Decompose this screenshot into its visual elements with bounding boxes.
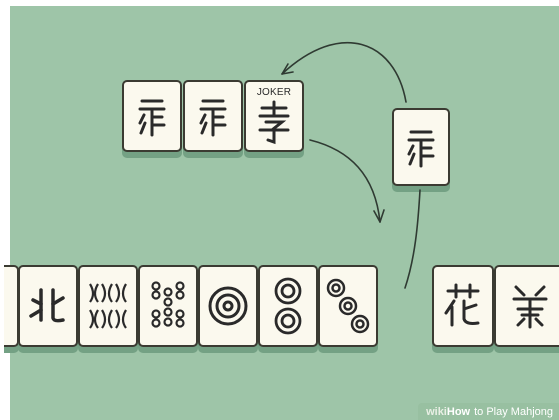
flower-glyph-icon: [442, 283, 484, 329]
bamboo-icon: [86, 278, 130, 334]
bamboo-6-tile: [78, 265, 138, 347]
partial-tile: [4, 265, 19, 347]
joker-tile: JOKER: [244, 80, 304, 152]
circle-3-tile: [318, 265, 378, 347]
watermark-how: How: [447, 406, 470, 418]
dragon-glyph-icon: [132, 91, 172, 141]
dragon-tile-2: [183, 80, 243, 152]
circle-1-tile: [198, 265, 258, 347]
dragon-tile-1: [122, 80, 182, 152]
bamboo-8-tile: [138, 265, 198, 347]
exposed-dragon-tile: [392, 108, 450, 186]
dragon-glyph-icon: [193, 91, 233, 141]
green-table: [10, 6, 559, 420]
north-wind-glyph-icon: [27, 286, 69, 326]
circle-icon: [326, 276, 370, 336]
circle-icon: [206, 284, 250, 328]
joker-label: JOKER: [246, 87, 302, 98]
wikihow-watermark: wiki How to Play Mahjong: [418, 403, 559, 420]
watermark-wiki: wiki: [426, 406, 447, 418]
bamboo-icon: [146, 278, 190, 334]
circle-2-tile: [258, 265, 318, 347]
flower-tile: [432, 265, 494, 347]
joker-glyph-icon: [254, 100, 294, 146]
dragon-glyph-icon: [401, 122, 441, 172]
green-dragon-tile: [494, 265, 559, 347]
green-dragon-glyph-icon: [508, 283, 552, 329]
watermark-title: to Play Mahjong: [474, 406, 553, 418]
north-wind-tile: [18, 265, 78, 347]
circle-icon: [270, 276, 306, 336]
